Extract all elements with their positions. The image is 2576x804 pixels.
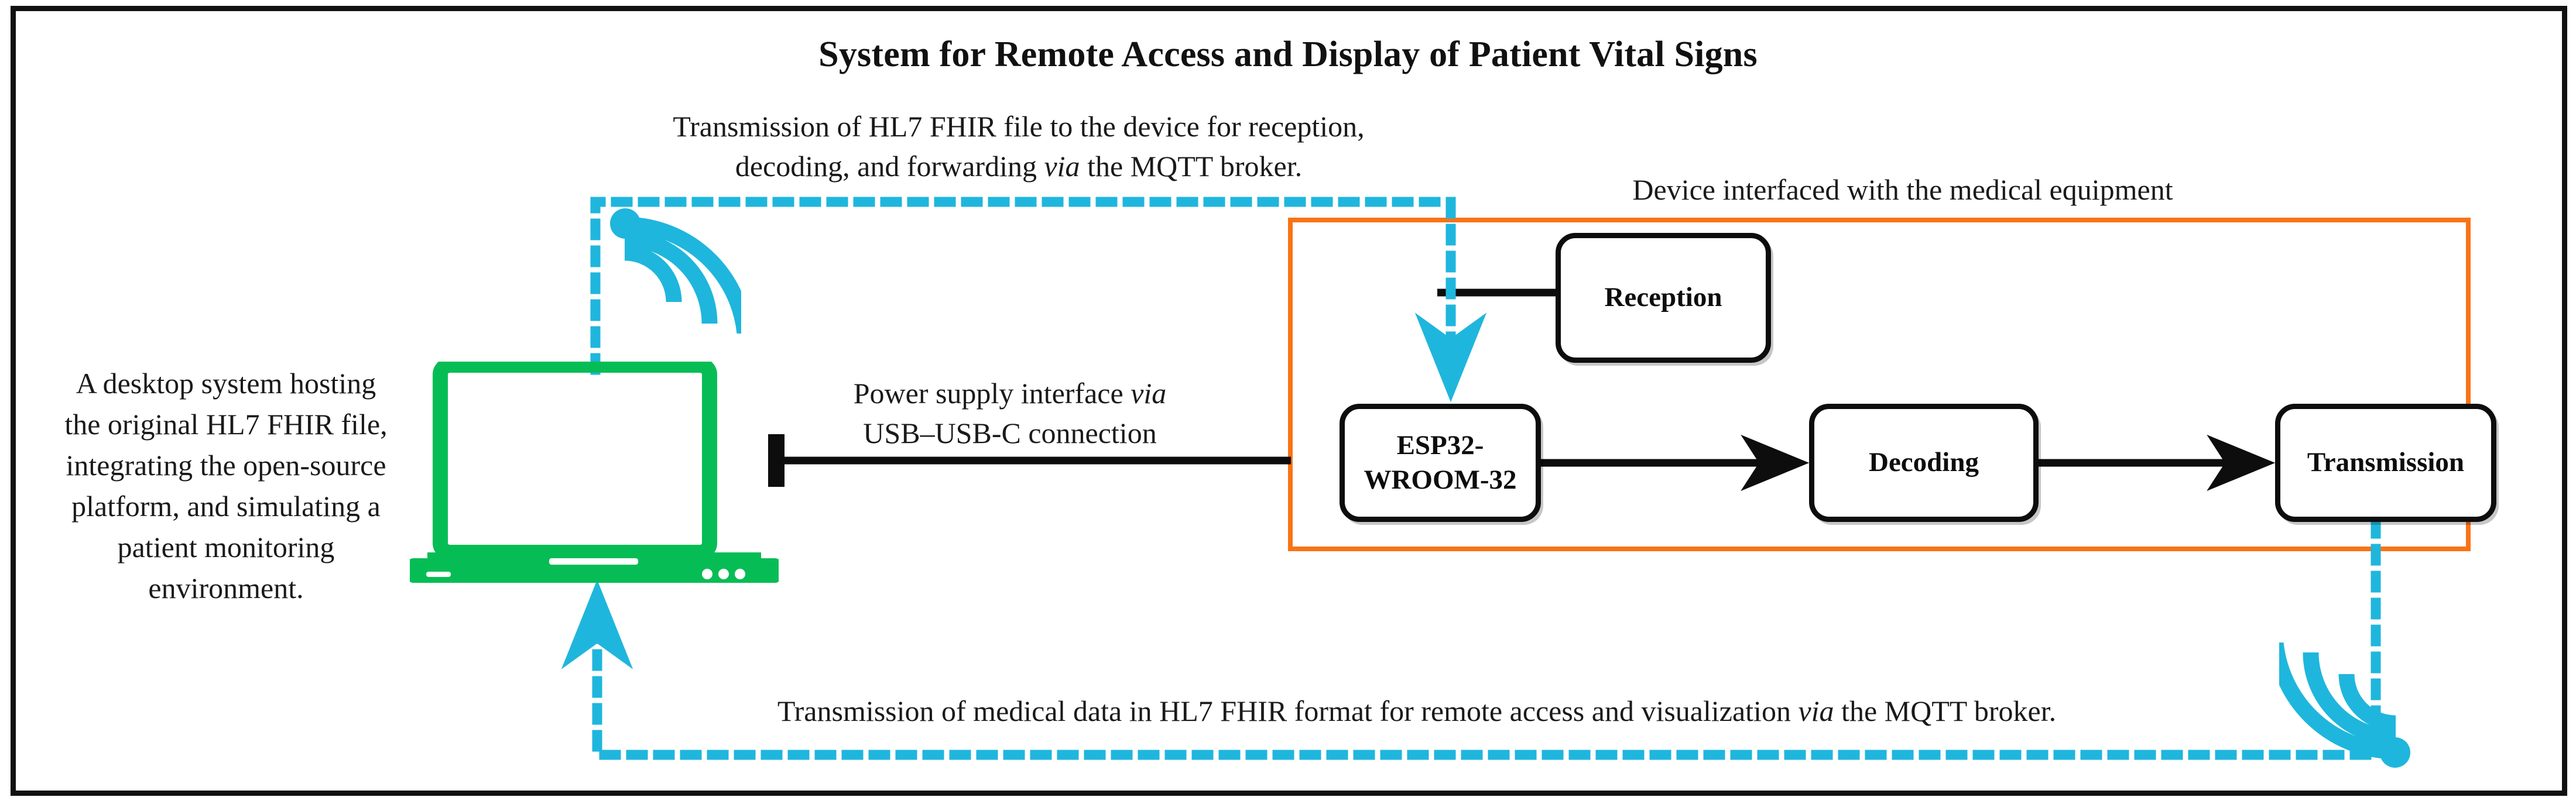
node-transmission-label: Transmission [2307, 447, 2465, 478]
node-decoding[interactable]: Decoding [1809, 404, 2039, 522]
bottom-caption: Transmission of medical data in HL7 FHIR… [691, 694, 2143, 728]
wifi-signal-icon [605, 204, 753, 346]
node-esp32-wroom-32[interactable]: ESP32- WROOM-32 [1340, 404, 1541, 522]
top-caption-line1: Transmission of HL7 FHIR file to the dev… [673, 110, 1365, 143]
page-title: System for Remote Access and Display of … [818, 35, 1758, 74]
top-caption: Transmission of HL7 FHIR file to the dev… [603, 106, 1434, 186]
top-caption-line2b: the MQTT broker. [1080, 150, 1303, 183]
power-caption-via: via [1131, 377, 1167, 410]
bottom-caption-b: the MQTT broker. [1834, 695, 2057, 727]
node-transmission[interactable]: Transmission [2275, 404, 2496, 522]
power-supply-caption: Power supply interface via USB–USB-C con… [808, 373, 1212, 453]
node-decoding-label: Decoding [1869, 447, 1979, 478]
laptop-icon [407, 358, 781, 585]
power-caption-line2: USB–USB-C connection [863, 417, 1157, 449]
node-esp32-label-line1: ESP32- [1396, 430, 1484, 461]
node-reception[interactable]: Reception [1556, 233, 1771, 363]
device-group-label: Device interfaced with the medical equip… [1632, 173, 2173, 206]
desktop-description: A desktop system hosting the original HL… [64, 367, 388, 604]
bottom-caption-a: Transmission of medical data in HL7 FHIR… [777, 695, 1799, 727]
node-reception-label: Reception [1604, 282, 1722, 313]
node-esp32-label: ESP32- WROOM-32 [1364, 428, 1516, 497]
wifi-signal-icon [2267, 630, 2415, 772]
node-esp32-label-line2: WROOM-32 [1364, 465, 1517, 495]
top-caption-line2a: decoding, and forwarding [735, 150, 1044, 183]
power-caption-line1a: Power supply interface [853, 377, 1131, 410]
bottom-caption-via: via [1798, 695, 1834, 727]
top-caption-via: via [1044, 150, 1080, 183]
